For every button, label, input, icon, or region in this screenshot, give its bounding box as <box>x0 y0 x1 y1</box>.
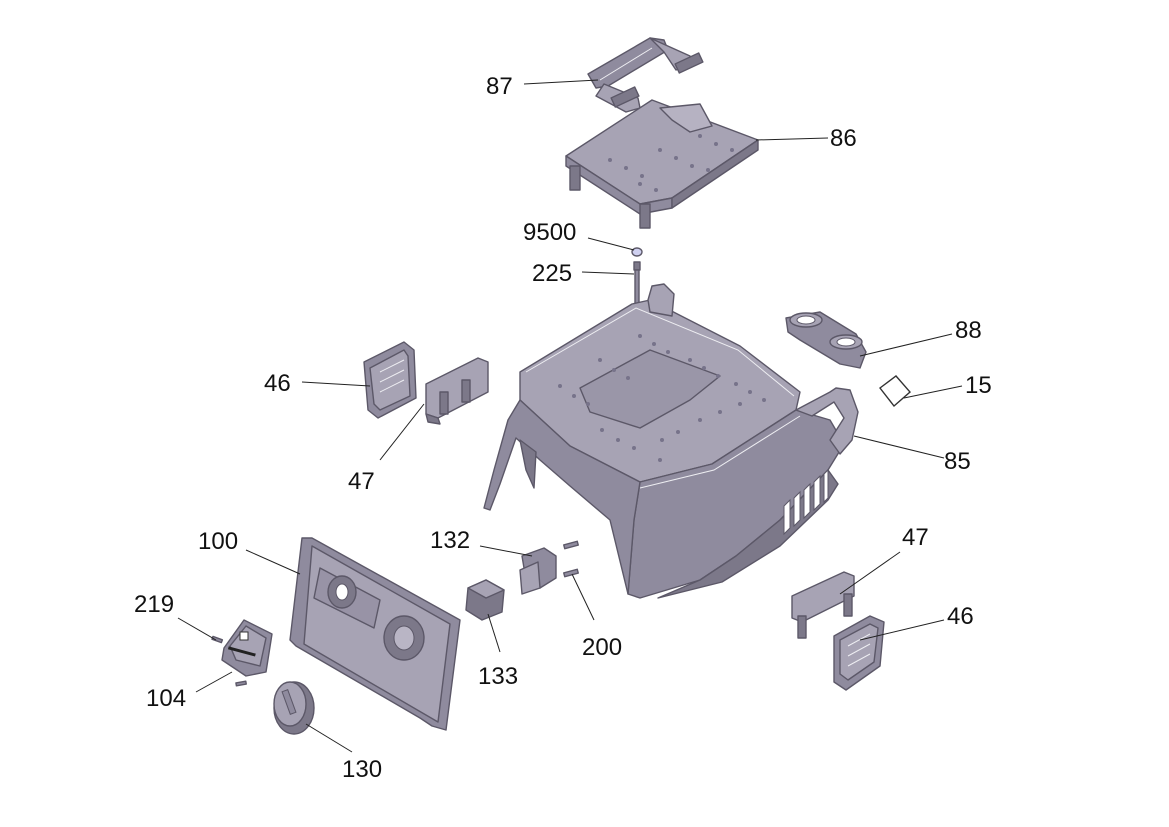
part-87-handle <box>587 37 704 113</box>
part-9500-washer <box>631 247 643 257</box>
callout-46-left: 46 <box>264 370 291 397</box>
part-88-holder <box>785 311 867 369</box>
part-100-panel <box>289 537 461 731</box>
callout-104: 104 <box>146 685 186 712</box>
part-130-knob <box>273 681 315 735</box>
part-47-right-bracket <box>791 571 855 639</box>
callout-85: 85 <box>944 448 971 475</box>
part-15-gasket <box>879 375 911 408</box>
part-104-plate <box>221 619 273 677</box>
callout-100: 100 <box>198 528 238 555</box>
part-47-left-bracket <box>425 357 489 425</box>
callout-labels: 87 86 9500 225 88 15 85 46 47 100 132 47… <box>134 73 992 783</box>
callout-86: 86 <box>830 125 857 152</box>
callout-47-right: 47 <box>902 524 929 551</box>
callout-47-left: 47 <box>348 468 375 495</box>
part-133-switch <box>465 579 505 621</box>
callout-46-right: 46 <box>947 603 974 630</box>
part-46-right-cover <box>833 615 885 691</box>
part-200-screws <box>563 540 579 578</box>
leader-lines <box>177 79 963 753</box>
callout-88: 88 <box>955 317 982 344</box>
part-132-bracket <box>519 547 557 595</box>
callout-225: 225 <box>532 260 572 287</box>
callout-9500: 9500 <box>523 219 576 246</box>
callout-130: 130 <box>342 756 382 783</box>
callout-219: 219 <box>134 591 174 618</box>
callout-133: 133 <box>478 663 518 690</box>
part-85-housing <box>483 283 859 599</box>
callout-132: 132 <box>430 527 470 554</box>
callout-15: 15 <box>965 372 992 399</box>
callout-200: 200 <box>582 634 622 661</box>
part-86-plate <box>565 99 759 229</box>
callout-87: 87 <box>486 73 513 100</box>
part-46-left-cover <box>363 341 417 419</box>
